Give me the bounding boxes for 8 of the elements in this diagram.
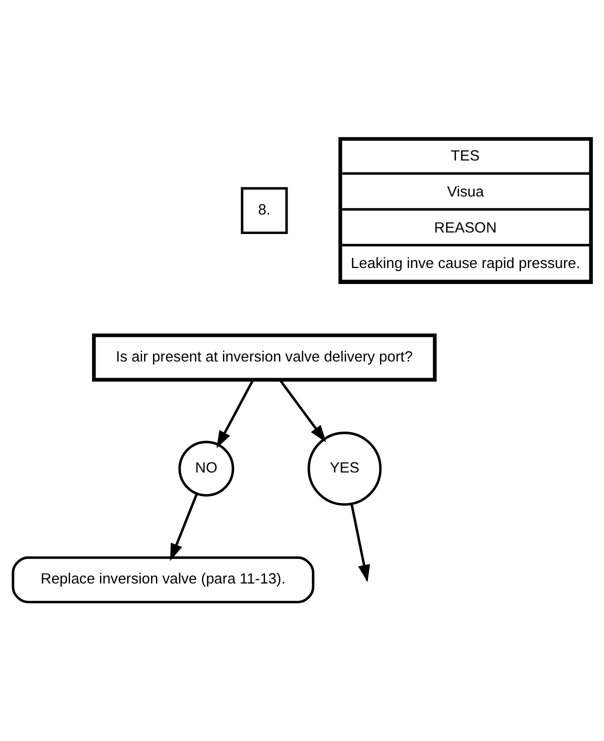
node-box: 8. [240, 187, 288, 234]
arrow [170, 494, 198, 561]
arrow [279, 380, 326, 442]
node-box: Is air present at inversion valve delivery port? [92, 333, 437, 382]
node-box: Replace inversion valve (para 11-13). [12, 556, 314, 604]
node-circle: NO [178, 440, 234, 497]
node-circle: YES [308, 432, 382, 506]
arrow [216, 380, 254, 448]
